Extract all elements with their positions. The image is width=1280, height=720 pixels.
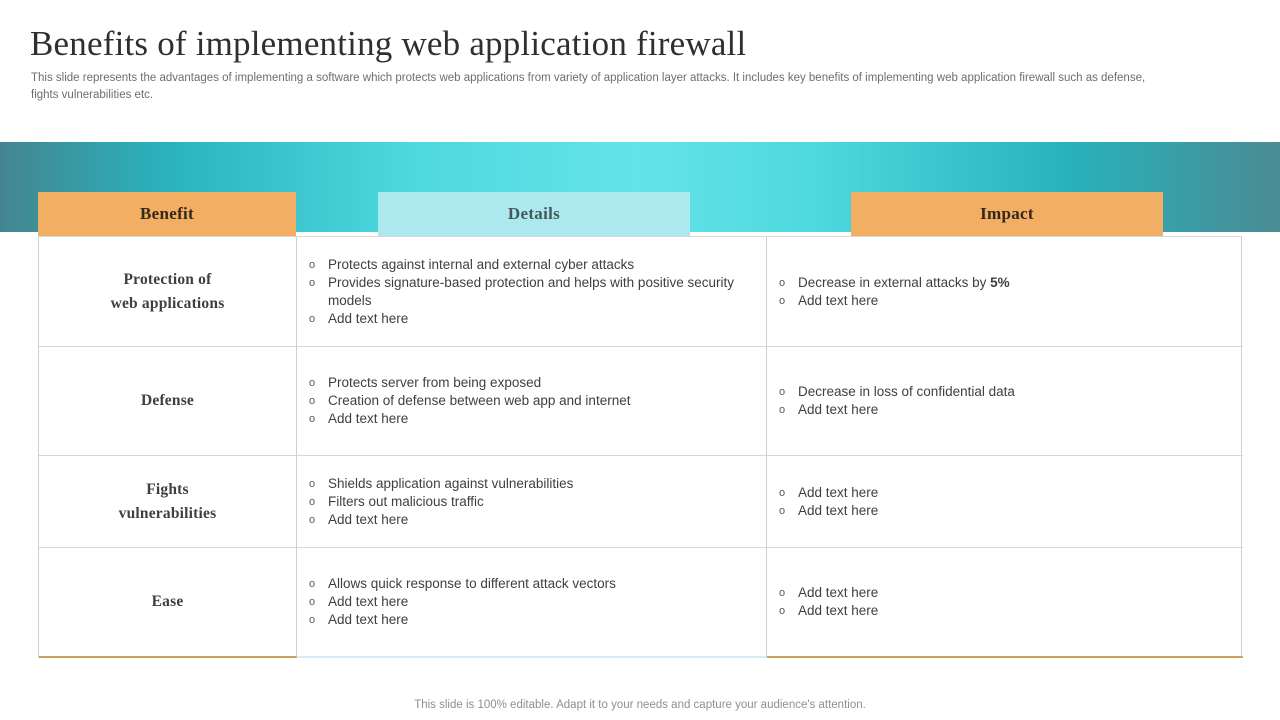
benefit-label-line: Ease bbox=[151, 593, 184, 610]
details-cell[interactable]: o Shields application against vulnerabili… bbox=[297, 456, 767, 548]
bullet-text: Add text here bbox=[328, 594, 409, 609]
benefit-label-line: vulnerabilities bbox=[118, 504, 217, 522]
bullet-text: Filters out malicious traffic bbox=[328, 493, 484, 509]
bullet-item[interactable]: o Add text here bbox=[779, 484, 1243, 502]
bullet-item[interactable]: o Add text here bbox=[309, 511, 766, 529]
benefit-cell[interactable]: Defense bbox=[39, 347, 297, 456]
bullet-marker: o bbox=[309, 377, 316, 389]
bullet-text: Add text here bbox=[798, 292, 879, 308]
benefit-label-line: Protection of bbox=[123, 270, 212, 288]
bullet-text: Add text here bbox=[798, 603, 879, 618]
bullet-text: Add text here bbox=[798, 502, 879, 518]
table-row: Fights vulnerabilities o Shields applicati… bbox=[39, 456, 1243, 548]
bullet-marker: o bbox=[309, 312, 316, 325]
page-title[interactable]: Benefits of implementing web application… bbox=[30, 24, 747, 63]
bullet-item[interactable]: o Decrease in loss of confidential data bbox=[779, 383, 1243, 401]
details-list: o Allows quick response to different atta… bbox=[297, 575, 766, 629]
bullet-marker: o bbox=[779, 504, 786, 517]
slide-footer-note: This slide is 100% editable. Adapt it to… bbox=[414, 699, 866, 711]
bullet-marker: o bbox=[309, 596, 316, 608]
bullet-item[interactable]: o Add text here bbox=[779, 602, 1243, 620]
bullet-item[interactable]: o Add text here bbox=[779, 502, 1243, 520]
bullet-item[interactable]: o Creation of defense between web app and… bbox=[309, 392, 766, 410]
bullet-item[interactable]: o Decrease in external attacks by 5% bbox=[779, 274, 1243, 292]
bullet-item[interactable]: o Filters out malicious traffic bbox=[309, 493, 766, 511]
details-list: o Shields application against vulnerabili… bbox=[297, 475, 766, 529]
benefit-label-line: web applications bbox=[110, 294, 225, 312]
table-row: Defense o Protects server from being expo… bbox=[39, 347, 1243, 456]
bullet-marker: o bbox=[309, 495, 316, 508]
bullet-marker: o bbox=[309, 395, 316, 407]
slide-subtitle[interactable]: This slide represents the advantages of … bbox=[31, 72, 1146, 101]
details-cell[interactable]: o Allows quick response to different atta… bbox=[297, 548, 767, 658]
bullet-item[interactable]: o Allows quick response to different atta… bbox=[309, 575, 766, 593]
details-cell[interactable]: o Protects against internal and external … bbox=[297, 237, 767, 347]
bullet-text: Decrease in external attacks by 5% bbox=[798, 274, 1010, 290]
benefit-cell[interactable]: Ease bbox=[39, 548, 297, 658]
benefit-cell[interactable]: Protection of web applications bbox=[39, 237, 297, 347]
bullet-text: Add text here bbox=[328, 310, 409, 326]
bullet-marker: o bbox=[309, 276, 316, 289]
table-header-row: Benefit Details Impact bbox=[38, 192, 1242, 236]
bullet-text: Shields application against vulnerabilit… bbox=[328, 475, 574, 491]
bullet-marker: o bbox=[309, 258, 316, 271]
bullet-item[interactable]: o Protects server from being exposed bbox=[309, 374, 766, 392]
bullet-marker: o bbox=[779, 587, 786, 599]
bullet-text: Add text here bbox=[798, 585, 879, 600]
bullet-text: Add text here bbox=[798, 402, 879, 417]
bullet-text: Creation of defense between web app and … bbox=[328, 393, 631, 408]
bullet-text: Protects server from being exposed bbox=[328, 375, 542, 390]
bullet-marker: o bbox=[779, 486, 786, 499]
bullet-item[interactable]: o Provides signature-based protection and… bbox=[309, 274, 766, 310]
bullet-marker: o bbox=[309, 578, 316, 590]
header-cell-impact[interactable]: Impact bbox=[851, 192, 1163, 236]
bullet-text: Decrease in loss of confidential data bbox=[798, 384, 1015, 399]
bullet-marker: o bbox=[779, 276, 786, 289]
header-cell-details[interactable]: Details bbox=[378, 192, 690, 236]
bullet-item[interactable]: o Shields application against vulnerabili… bbox=[309, 475, 766, 493]
benefits-table: Benefit Details Impact Protection of web … bbox=[38, 192, 1243, 658]
bullet-text: Add text here bbox=[328, 411, 409, 426]
bullet-marker: o bbox=[309, 413, 316, 425]
bullet-text: Add text here bbox=[798, 484, 879, 500]
bullet-item[interactable]: o Add text here bbox=[779, 584, 1243, 602]
table-row: Protection of web applications o Protects … bbox=[39, 237, 1243, 347]
bullet-item[interactable]: o Add text here bbox=[779, 292, 1243, 310]
bullet-text: Provides signature-based protection and … bbox=[328, 274, 734, 308]
bullet-item[interactable]: o Add text here bbox=[309, 611, 766, 629]
bullet-marker: o bbox=[309, 513, 316, 526]
bullet-marker: o bbox=[779, 294, 786, 307]
bullet-item[interactable]: o Add text here bbox=[779, 401, 1243, 419]
benefit-label-line: Fights bbox=[146, 480, 189, 498]
bullet-marker: o bbox=[309, 614, 316, 626]
bullet-text: Allows quick response to different attac… bbox=[328, 576, 616, 591]
bullet-marker: o bbox=[779, 386, 786, 398]
bullet-item[interactable]: o Add text here bbox=[309, 410, 766, 428]
bullet-item[interactable]: o Protects against internal and external … bbox=[309, 256, 766, 274]
benefit-cell[interactable]: Fights vulnerabilities bbox=[39, 456, 297, 548]
benefit-label-line: Defense bbox=[140, 392, 195, 409]
details-list: o Protects against internal and external … bbox=[297, 256, 766, 328]
bullet-item[interactable]: o Add text here bbox=[309, 593, 766, 611]
bullet-marker: o bbox=[779, 404, 786, 416]
header-cell-benefit[interactable]: Benefit bbox=[38, 192, 296, 236]
bullet-text: Add text here bbox=[328, 511, 409, 527]
bullet-marker: o bbox=[309, 477, 316, 490]
bullet-marker: o bbox=[779, 605, 786, 617]
table-row: Ease o Allows quick response to different… bbox=[39, 548, 1243, 658]
bullet-text: Protects against internal and external c… bbox=[328, 256, 635, 272]
bullet-item[interactable]: o Add text here bbox=[309, 310, 766, 328]
bullet-text: Add text here bbox=[328, 612, 409, 627]
